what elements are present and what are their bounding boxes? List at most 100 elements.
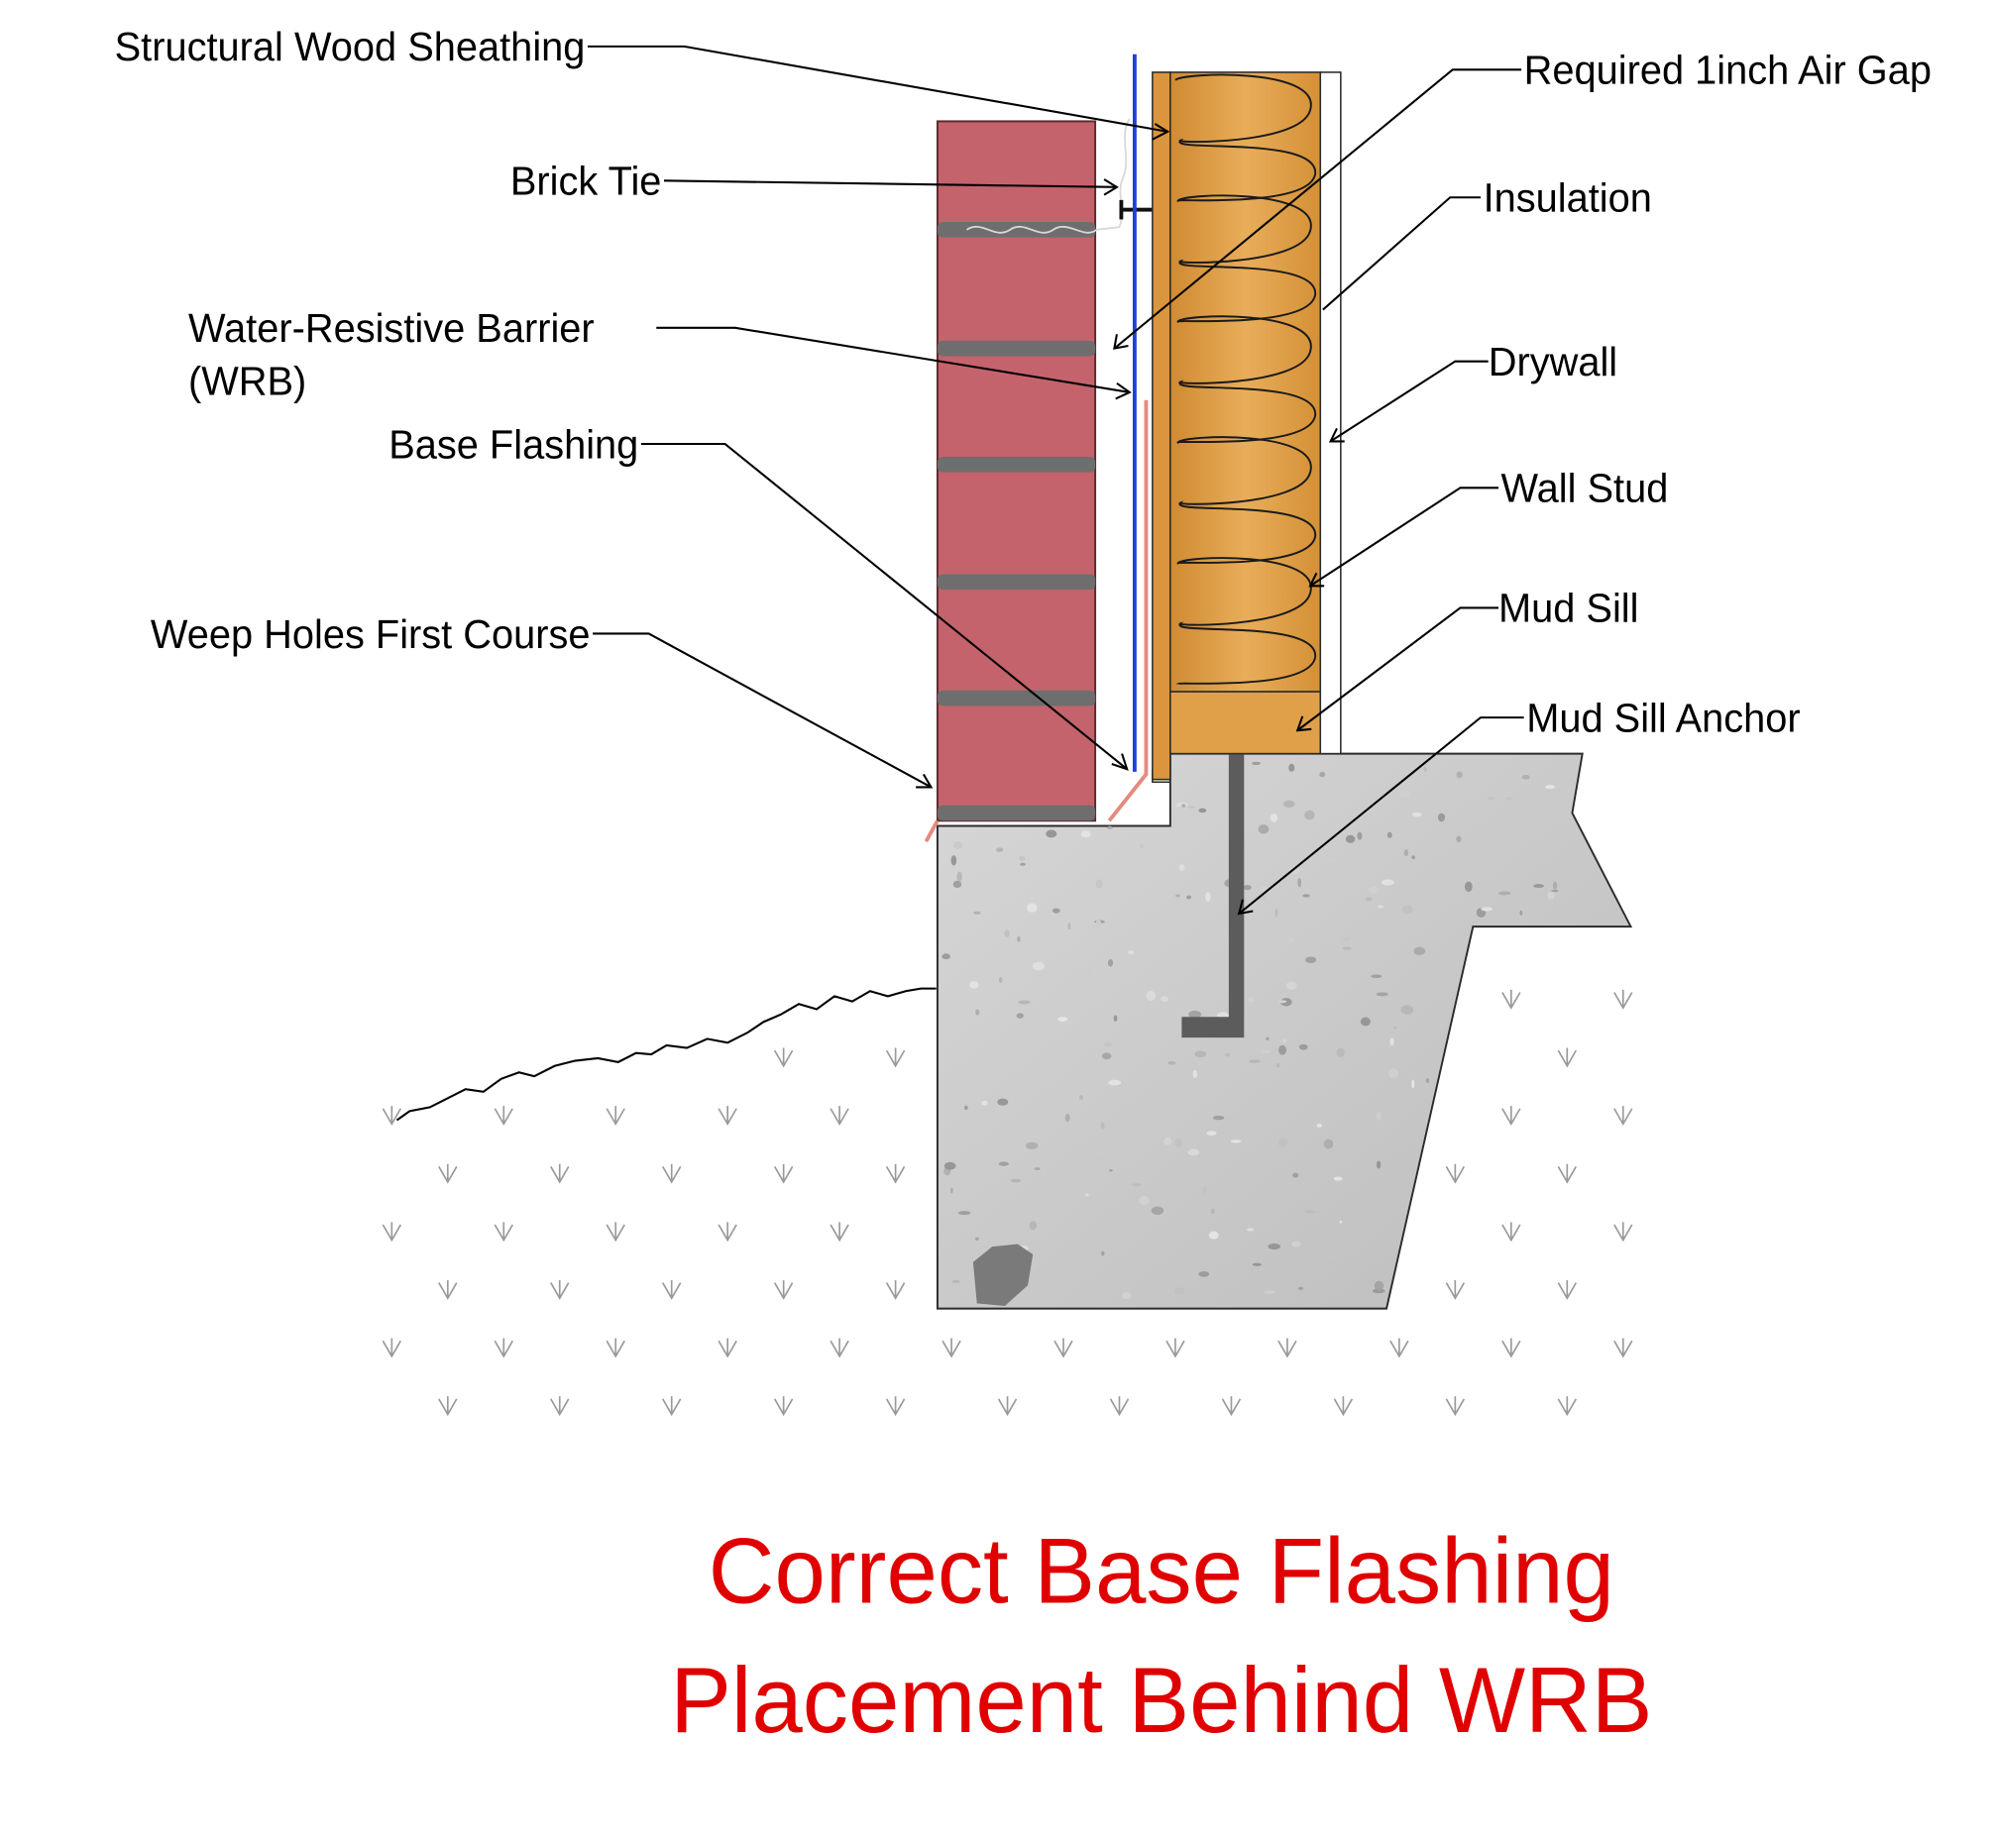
soil-hatch-arrow	[438, 1163, 458, 1184]
concrete-speckle	[1266, 1036, 1270, 1040]
concrete-speckle	[1018, 1000, 1031, 1005]
soil-hatch-arrow	[550, 1279, 570, 1300]
concrete-speckle	[951, 1279, 960, 1283]
insulation-batt	[1174, 73, 1317, 686]
concrete-speckle	[1225, 1052, 1231, 1057]
soil-hatch-arrow	[1557, 1047, 1578, 1068]
concrete-speckle	[1188, 1010, 1202, 1019]
concrete-speckle	[1398, 790, 1410, 798]
concrete-foundation	[936, 752, 1633, 1310]
concrete-speckle	[1252, 761, 1262, 766]
soil-hatch-arrow	[1613, 1222, 1633, 1243]
soil-hatch-arrow	[1557, 1163, 1578, 1184]
concrete-speckle	[1208, 1231, 1219, 1240]
concrete-speckle	[1316, 1123, 1322, 1128]
concrete-speckle	[1105, 889, 1118, 895]
soil-hatch-arrow	[494, 1222, 513, 1243]
concrete-speckle	[1323, 1139, 1334, 1149]
label-air-gap: Required 1inch Air Gap	[1524, 49, 1932, 92]
concrete-speckle	[1064, 1113, 1070, 1123]
concrete-speckle	[1018, 856, 1026, 861]
label-mud-sill: Mud Sill	[1498, 587, 1639, 630]
concrete-speckle	[1545, 785, 1555, 790]
concrete-speckle	[1079, 1095, 1083, 1101]
concrete-speckle	[952, 880, 962, 889]
concrete-speckle	[1103, 1041, 1113, 1046]
soil-hatch-arrow	[773, 1163, 794, 1184]
concrete-speckle	[1122, 1291, 1132, 1300]
concrete-speckle	[1298, 1043, 1308, 1050]
leader-lines	[587, 45, 1524, 916]
concrete-speckle	[1192, 1069, 1198, 1079]
ground-line	[395, 987, 937, 1122]
concrete-speckle	[1206, 1131, 1217, 1136]
concrete-speckle	[1387, 1068, 1399, 1079]
structural-wood-sheathing	[1152, 71, 1171, 781]
concrete-speckle	[1319, 771, 1326, 778]
concrete-speckle	[1289, 938, 1293, 942]
concrete-speckle	[1297, 878, 1302, 888]
soil-hatch-arrow	[997, 1396, 1018, 1417]
soil-hatch-arrow	[1557, 1396, 1578, 1417]
concrete-speckle	[1010, 1178, 1022, 1183]
concrete-speckle	[1247, 1228, 1255, 1232]
brick-tie-fastener	[1119, 199, 1170, 220]
concrete-speckle	[1292, 1172, 1299, 1178]
concrete-texture	[941, 761, 1559, 1300]
concrete-speckle	[1401, 905, 1413, 915]
concrete-speckle	[1368, 886, 1380, 895]
concrete-speckle	[1386, 831, 1392, 838]
soil-hatch-arrow	[606, 1222, 625, 1243]
label-drywall: Drywall	[1489, 341, 1617, 384]
mortar-joint	[937, 690, 1096, 707]
concrete-speckle	[1377, 905, 1383, 909]
concrete-speckle	[1151, 1206, 1164, 1216]
label-weep-holes: Weep Holes First Course	[151, 613, 591, 657]
concrete-speckle	[941, 953, 950, 960]
concrete-speckle	[1456, 835, 1462, 843]
soil-hatch-arrow	[885, 1396, 906, 1417]
concrete-speckle	[1198, 1270, 1210, 1277]
soil-hatch-arrow	[941, 1338, 961, 1359]
concrete-speckle	[973, 911, 981, 915]
soil-hatch-arrow	[1613, 1338, 1633, 1359]
concrete-speckle	[997, 1098, 1009, 1106]
concrete-speckle	[1278, 1000, 1287, 1004]
concrete-speckle	[1374, 1280, 1384, 1291]
soil-hatch-arrow	[1389, 1338, 1409, 1359]
mortar-joint	[937, 457, 1096, 473]
concrete-speckle	[1248, 997, 1254, 1002]
concrete-speckle	[1026, 903, 1038, 913]
label-wrb-abbreviation: (WRB)	[188, 360, 306, 403]
diagram-title-line-1: Correct Base Flashing	[709, 1519, 1614, 1623]
concrete-speckle	[957, 1211, 971, 1216]
soil-hatch-arrow	[1613, 1106, 1633, 1127]
concrete-speckle	[974, 1237, 979, 1241]
concrete-speckle	[1173, 1287, 1185, 1295]
concrete-speckle	[1174, 1138, 1183, 1147]
concrete-speckle	[1258, 823, 1270, 834]
concrete-speckle	[1146, 990, 1157, 1001]
concrete-speckle	[1504, 797, 1512, 801]
concrete-speckle	[1423, 766, 1427, 772]
concrete-speckle	[1304, 810, 1315, 820]
concrete-speckle	[1488, 796, 1495, 801]
concrete-speckle	[1016, 1013, 1024, 1019]
soil-hatch-arrow	[438, 1396, 458, 1417]
mortar-joint	[937, 805, 1096, 821]
soil-hatch-arrow	[1053, 1338, 1073, 1359]
soil-hatch-arrow	[830, 1106, 849, 1127]
concrete-speckle	[1198, 808, 1207, 814]
callout-labels: Structural Wood Sheathing Brick Tie Wate…	[115, 26, 1932, 741]
concrete-speckle	[1270, 814, 1278, 822]
concrete-speckle	[1140, 843, 1145, 849]
concrete-speckle	[1017, 936, 1021, 942]
concrete-speckle	[1362, 1187, 1372, 1193]
concrete-speckle	[1382, 879, 1394, 886]
soil-hatch-arrow	[1501, 1106, 1521, 1127]
concrete-speckle	[1305, 956, 1317, 963]
soil-hatch-arrow	[606, 1106, 625, 1127]
concrete-speckle	[1202, 1185, 1207, 1195]
concrete-speckle	[1498, 891, 1511, 896]
soil-hatch-arrow	[1333, 1396, 1354, 1417]
